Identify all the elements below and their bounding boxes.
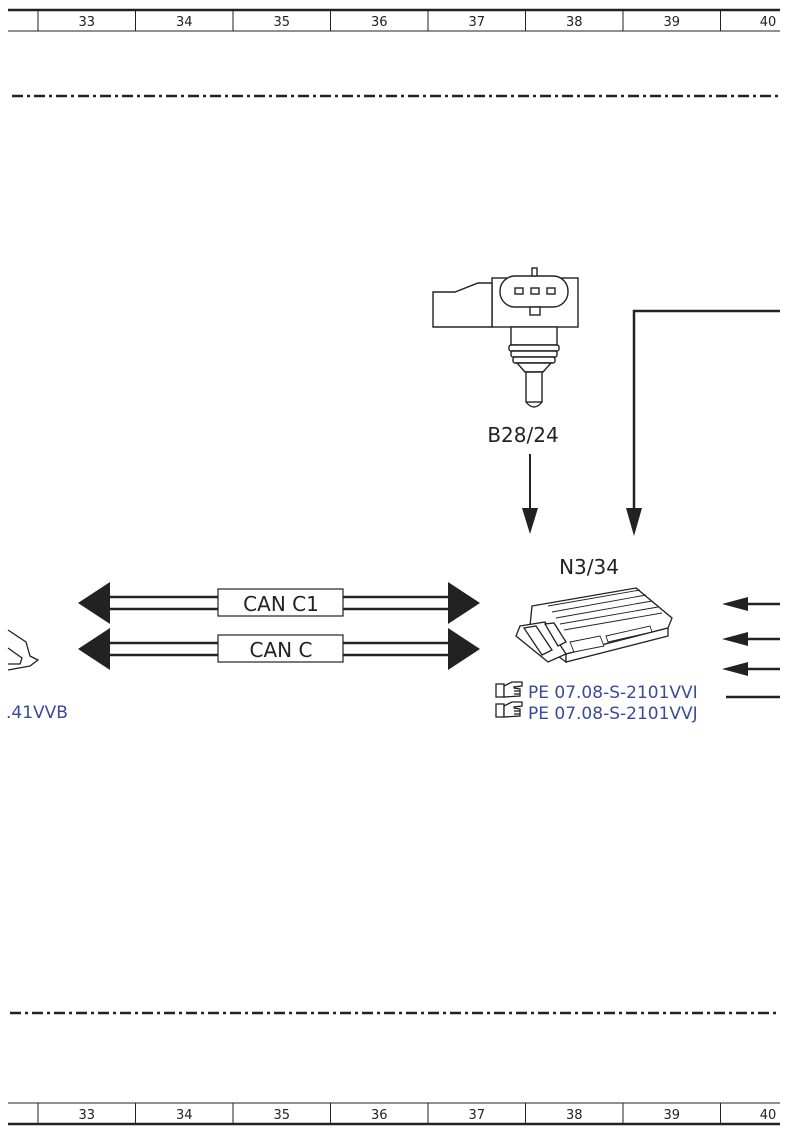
pointing-hand-icon [495, 701, 523, 718]
top-grid-column-label: 35 [273, 15, 290, 30]
reference-1[interactable]: PE 07.08-S-2101VVI [495, 681, 698, 703]
supply-line [632, 309, 780, 510]
sensor-signal-arrowhead [522, 508, 538, 534]
sensor-label: B28/24 [487, 423, 558, 447]
can-bus-lower-label: CAN C [250, 638, 313, 662]
bottom-grid-column-label: 34 [176, 1108, 193, 1123]
bottom-grid-column-label: 38 [566, 1108, 583, 1123]
can-bus-upper [78, 582, 480, 624]
pointing-hand-icon [495, 681, 523, 698]
top-grid-column-label: 34 [176, 15, 193, 30]
top-grid-column-label: 36 [371, 15, 388, 30]
can-bus-upper-label: CAN C1 [243, 592, 319, 616]
control-unit-label: N3/34 [559, 555, 619, 579]
pressure-sensor-icon [432, 267, 579, 408]
top-grid-column-label: 33 [78, 15, 95, 30]
left-reference-link[interactable]: .41VVB [6, 703, 68, 723]
supply-arrowhead [626, 508, 642, 536]
top-grid-column-label: 39 [663, 15, 680, 30]
top-grid-column-label: 38 [566, 15, 583, 30]
left-module-icon [7, 629, 40, 671]
control-unit-icon [515, 587, 673, 664]
bottom-grid-column-label: 36 [371, 1108, 388, 1123]
reference-2[interactable]: PE 07.08-S-2101VVJ [495, 701, 698, 724]
can-bus-lower [78, 628, 480, 670]
bottom-grid-column-label: 40 [760, 1108, 777, 1123]
right-input-arrows [722, 597, 780, 699]
bottom-grid-column-label: 35 [273, 1108, 290, 1123]
bottom-grid-ruler: 33 34 35 36 37 38 39 40 [8, 1102, 780, 1126]
reference-link-2[interactable]: PE 07.08-S-2101VVJ [528, 704, 698, 724]
bottom-grid-column-label: 37 [468, 1108, 485, 1123]
top-grid-column-label: 40 [760, 15, 777, 30]
top-grid-ruler: 33 34 35 36 37 38 39 40 [8, 8, 780, 32]
reference-link-1[interactable]: PE 07.08-S-2101VVI [528, 683, 698, 703]
bottom-grid-column-label: 33 [78, 1108, 95, 1123]
bottom-grid-column-label: 39 [663, 1108, 680, 1123]
top-grid-column-label: 37 [468, 15, 485, 30]
